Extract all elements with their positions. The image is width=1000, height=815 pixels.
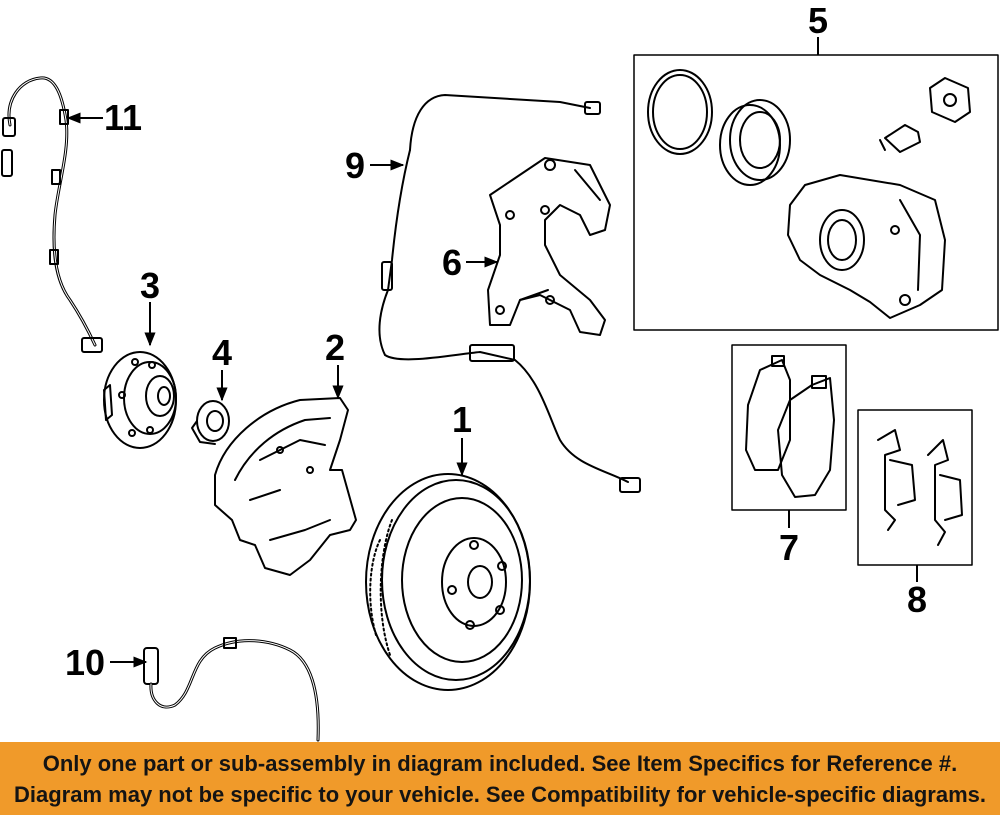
wheel-hub [103,351,177,449]
bleeder-screw [879,124,921,153]
callout-5: 5 [808,0,828,41]
brake-rotor [365,473,531,691]
callout-4: 4 [212,332,232,373]
notice-line-1: Only one part or sub-assembly in diagram… [42,750,958,776]
brake-pads [745,355,835,498]
callout-6: 6 [442,242,462,283]
caliper-bracket [487,157,611,336]
callout-3: 3 [140,265,160,306]
dust-cap [929,77,971,123]
callout-1: 1 [452,399,472,440]
callout-9: 9 [345,145,365,186]
pad-hardware-clips [877,429,963,546]
splash-shield [214,397,357,576]
caliper-seal-ring [647,69,713,155]
callout-11: 11 [104,97,142,138]
brake-caliper [787,174,946,319]
notice-line-2: Diagram may not be specific to your vehi… [14,781,986,807]
callout-7: 7 [779,527,799,568]
brake-parts-diagram: 1 2 3 4 5 6 7 8 9 10 11 [1,0,999,742]
callout-10: 10 [65,642,105,683]
caliper-kit-box [633,54,999,331]
notice-banner: Only one part or sub-assembly in diagram… [0,742,1000,815]
callout-8: 8 [907,579,927,620]
pad-wear-sensor [378,94,641,493]
callout-2: 2 [325,327,345,368]
wheel-speed-sensor-lower [143,637,320,742]
hub-nut [191,400,230,445]
pad-hardware-box [857,409,973,566]
caliper-piston [719,99,791,186]
